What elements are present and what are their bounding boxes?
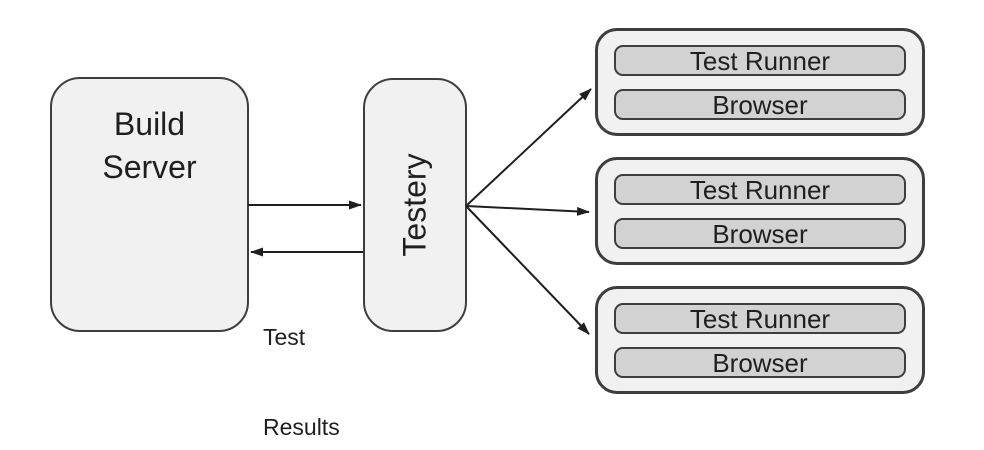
test-runner-box-3: Test Runner xyxy=(614,303,906,334)
worker-node-2: Test Runner Browser xyxy=(595,157,925,265)
worker-node-3: Test Runner Browser xyxy=(595,286,925,394)
worker-node-1: Test Runner Browser xyxy=(595,28,925,136)
test-results-edge-label: Test Results xyxy=(263,262,340,450)
testery-label: Testery xyxy=(397,153,434,257)
browser-label-3: Browser xyxy=(712,347,808,378)
test-results-label-line1: Test xyxy=(263,324,306,350)
test-runner-label-2: Test Runner xyxy=(689,174,831,205)
browser-label-1: Browser xyxy=(712,89,808,120)
build-server-node: Build Server xyxy=(50,77,249,332)
browser-box-2: Browser xyxy=(614,218,906,249)
build-server-label-line1: Build xyxy=(113,106,186,142)
browser-label-2: Browser xyxy=(712,218,808,249)
test-runner-label-1: Test Runner xyxy=(689,45,831,76)
test-runner-box-1: Test Runner xyxy=(614,45,906,76)
test-runner-box-2: Test Runner xyxy=(614,174,906,205)
build-server-label-line2: Server xyxy=(102,149,197,185)
test-results-label-line2: Results xyxy=(263,414,340,440)
testery-node: Testery xyxy=(363,78,467,332)
arrow-testery-to-worker-3 xyxy=(465,205,590,335)
arrow-testery-to-worker-1 xyxy=(465,88,592,207)
test-runner-label-3: Test Runner xyxy=(689,303,831,334)
browser-box-1: Browser xyxy=(614,89,906,120)
arrow-testery-to-worker-2 xyxy=(465,205,590,216)
browser-box-3: Browser xyxy=(614,347,906,378)
